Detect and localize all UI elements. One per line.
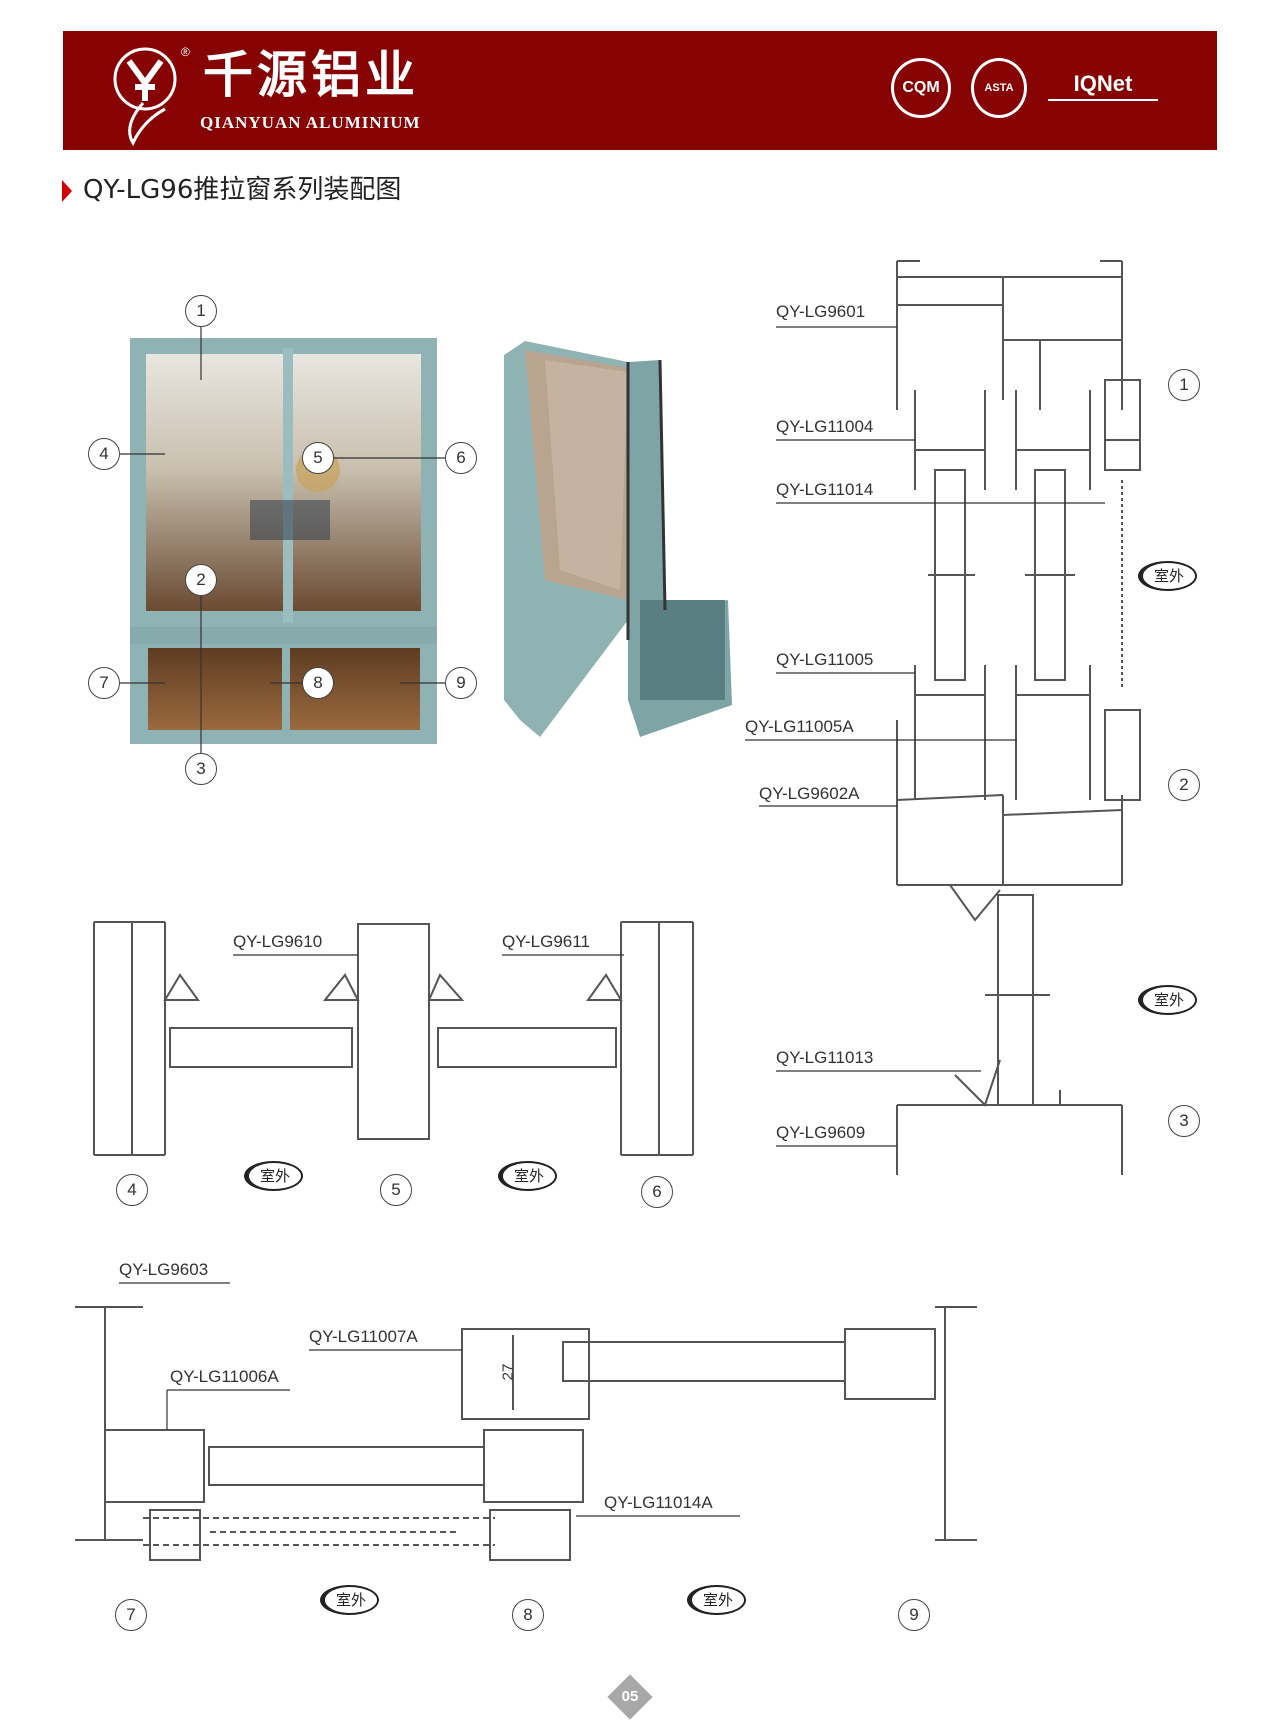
page-title: QY-LG96推拉窗系列装配图 <box>83 175 402 205</box>
profile-label: QY-LG11007A <box>309 1327 418 1346</box>
section-callout-7: 7 <box>115 1599 147 1631</box>
section-callout-2: 2 <box>1168 769 1200 801</box>
brand-name-cn: 千源铝业 <box>203 46 419 104</box>
window-photo <box>130 338 437 744</box>
profile-label: QY-LG11005 <box>776 650 874 669</box>
window-callout-9: 9 <box>445 667 477 699</box>
header-banner: ® 千源铝业 QIANYUAN ALUMINIUM CQM ASTA IQNet <box>63 31 1217 150</box>
page-number: 05 <box>621 1688 639 1705</box>
window-callout-4: 4 <box>88 438 120 470</box>
outside-badge: 室外 <box>687 1585 746 1615</box>
section-callout-5: 5 <box>380 1174 412 1206</box>
outside-badge: 室外 <box>320 1585 379 1615</box>
asta-cert-logo: ASTA <box>971 58 1027 118</box>
window-callout-8: 8 <box>302 667 334 699</box>
window-callout-7: 7 <box>88 667 120 699</box>
outside-badge: 室外 <box>1138 561 1197 591</box>
profile-label: QY-LG9601 <box>776 302 866 321</box>
section-callout-8: 8 <box>512 1599 544 1631</box>
title-arrow-icon <box>62 180 72 202</box>
profile-label: QY-LG11013 <box>776 1048 874 1067</box>
profile-label: QY-LG11005A <box>745 717 854 736</box>
cqm-cert-logo: CQM <box>891 58 951 118</box>
section-callout-4: 4 <box>116 1174 148 1206</box>
window-callout-6: 6 <box>445 442 477 474</box>
horizontal-section-bottom-drawing <box>75 1306 977 1561</box>
profile-label: QY-LG11014 <box>776 480 874 499</box>
logo-icon <box>113 47 177 147</box>
window-callout-5: 5 <box>302 442 334 474</box>
section-callout-3: 3 <box>1168 1105 1200 1137</box>
window-callout-3: 3 <box>185 753 217 785</box>
section-callout-1: 1 <box>1168 369 1200 401</box>
profile-label: QY-LG9610 <box>233 932 323 951</box>
profile-label: QY-LG9609 <box>776 1123 866 1142</box>
dimension-label: 27 <box>499 1363 517 1381</box>
window-callout-2: 2 <box>185 564 217 596</box>
profile-label: QY-LG11006A <box>170 1367 279 1386</box>
brand-name-en: QIANYUAN ALUMINIUM <box>200 113 421 132</box>
profile-label: QY-LG11004 <box>776 417 874 436</box>
profile-label: QY-LG9611 <box>502 932 590 951</box>
vertical-section-drawing <box>896 260 1141 1175</box>
section-callout-6: 6 <box>641 1176 673 1208</box>
iqnet-cert-logo: IQNet <box>1048 69 1158 101</box>
profile-label: QY-LG9602A <box>759 784 860 803</box>
outside-badge: 室外 <box>1138 985 1197 1015</box>
registered-mark: ® <box>181 45 190 59</box>
profile-label: QY-LG9603 <box>119 1260 209 1279</box>
section-callout-9: 9 <box>898 1599 930 1631</box>
window-callout-1: 1 <box>185 295 217 327</box>
leader-lines <box>119 326 1105 1517</box>
horizontal-section-mid-drawing <box>93 921 694 1156</box>
profile-label: QY-LG11014A <box>604 1493 713 1512</box>
profile-3d-render <box>504 341 732 737</box>
outside-badge: 室外 <box>498 1161 557 1191</box>
outside-badge: 室外 <box>244 1161 303 1191</box>
